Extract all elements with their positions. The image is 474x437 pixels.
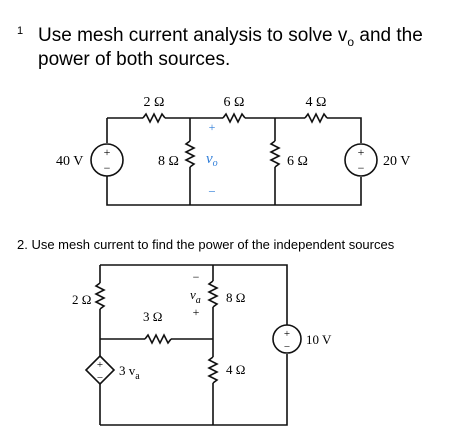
- c1-resistor-2ohm: [142, 112, 166, 124]
- c2-label-4ohm: 4 Ω: [226, 362, 245, 377]
- c2-source-10v: [272, 324, 302, 354]
- problem1-line1: Use mesh current analysis to solve vo an…: [38, 25, 423, 49]
- c2-label-3ohm: 3 Ω: [143, 309, 162, 324]
- c1-resistor-4ohm: [304, 112, 328, 124]
- c2-src-plus: +: [284, 328, 290, 340]
- c2-label-2ohm: 2 Ω: [72, 292, 91, 307]
- circuit1: + − 40 V 8 Ω + vo − 6 Ω + − 20 V 2 Ω 6 Ω…: [56, 95, 410, 206]
- c2-va-label: va: [190, 287, 201, 306]
- problem1-number: 1: [17, 25, 23, 37]
- c1-src-right-plus: +: [358, 145, 365, 159]
- c1-vo-label: vo: [206, 151, 218, 169]
- c1-label-2ohm: 2 Ω: [144, 95, 165, 110]
- c1-resistor-6ohm-top: [222, 112, 246, 124]
- c2-resistor-3ohm: [144, 333, 172, 345]
- circuit2: 2 Ω + − 3 va 3 Ω 8 Ω 4 Ω − va + + − 10 V: [72, 264, 332, 426]
- problem2-text: 2. Use mesh current to find the power of…: [17, 237, 395, 252]
- c2-dep-plus: +: [97, 359, 103, 371]
- c2-top-wire: [100, 264, 288, 325]
- c1-resistor-8ohm: [184, 140, 196, 168]
- c2-va-plus: +: [193, 305, 200, 319]
- c2-va-minus: −: [193, 270, 200, 284]
- c2-right-bottom-wire: [100, 354, 288, 426]
- c1-label-4ohm: 4 Ω: [306, 95, 327, 110]
- c2-label-dep: 3 va: [119, 363, 140, 382]
- c1-source-20v: [344, 143, 378, 177]
- c2-resistor-4ohm: [207, 356, 219, 384]
- c1-label-6ohm-mid: 6 Ω: [287, 154, 308, 169]
- c1-src-right-minus: −: [358, 161, 365, 175]
- c2-resistor-8ohm: [207, 280, 219, 308]
- c1-label-40v: 40 V: [56, 154, 83, 169]
- c2-label-10v: 10 V: [306, 332, 332, 347]
- c2-dep-minus: −: [97, 372, 103, 384]
- c1-vo-plus: +: [209, 120, 216, 134]
- c1-src-left-minus: −: [104, 161, 111, 175]
- c1-label-8ohm: 8 Ω: [158, 154, 179, 169]
- c1-src-left-plus: +: [104, 145, 111, 159]
- c1-resistor-6ohm-mid: [269, 140, 281, 168]
- c1-bottom-wire: [106, 176, 362, 206]
- c2-resistor-2ohm: [94, 282, 106, 310]
- c2-label-8ohm: 8 Ω: [226, 290, 245, 305]
- c2-src-minus: −: [284, 341, 290, 353]
- c1-label-6ohm-top: 6 Ω: [224, 95, 245, 110]
- problem1-line2: power of both sources.: [38, 49, 230, 70]
- c1-vo-minus: −: [208, 184, 215, 199]
- c1-top-wire-d: [327, 117, 362, 143]
- c1-label-20v: 20 V: [383, 154, 410, 169]
